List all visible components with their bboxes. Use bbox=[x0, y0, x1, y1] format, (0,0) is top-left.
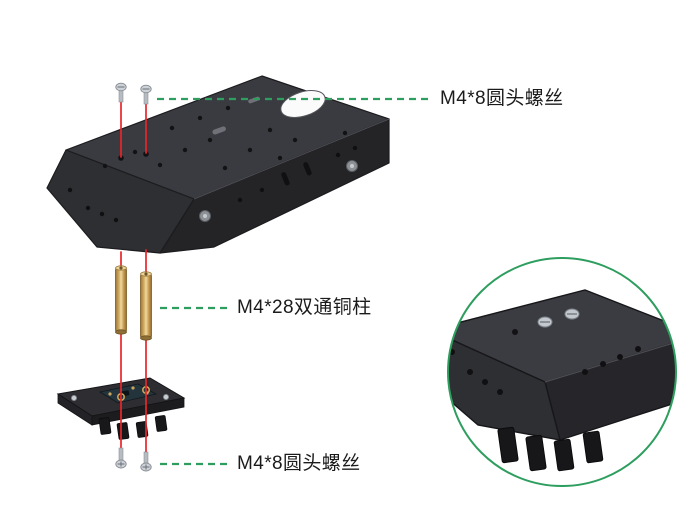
detail-circle-border bbox=[447, 257, 677, 487]
chassis-top-opening bbox=[280, 90, 326, 118]
chassis-illustration bbox=[46, 75, 390, 254]
label-bottom-screws: M4*8圆头螺丝 bbox=[237, 453, 361, 474]
chassis-left-details bbox=[67, 187, 119, 223]
brass-standoffs bbox=[115, 265, 152, 341]
label-standoffs: M4*28双通铜柱 bbox=[237, 297, 372, 318]
label-top-screws: M4*8圆头螺丝 bbox=[440, 88, 564, 109]
bottom-screws bbox=[115, 447, 152, 472]
chassis-front-details bbox=[199, 145, 358, 222]
detail-zoom-view bbox=[447, 257, 677, 487]
top-screws bbox=[115, 82, 152, 105]
callout-dashed-lines bbox=[157, 97, 430, 466]
chassis-top-holes bbox=[102, 96, 348, 171]
